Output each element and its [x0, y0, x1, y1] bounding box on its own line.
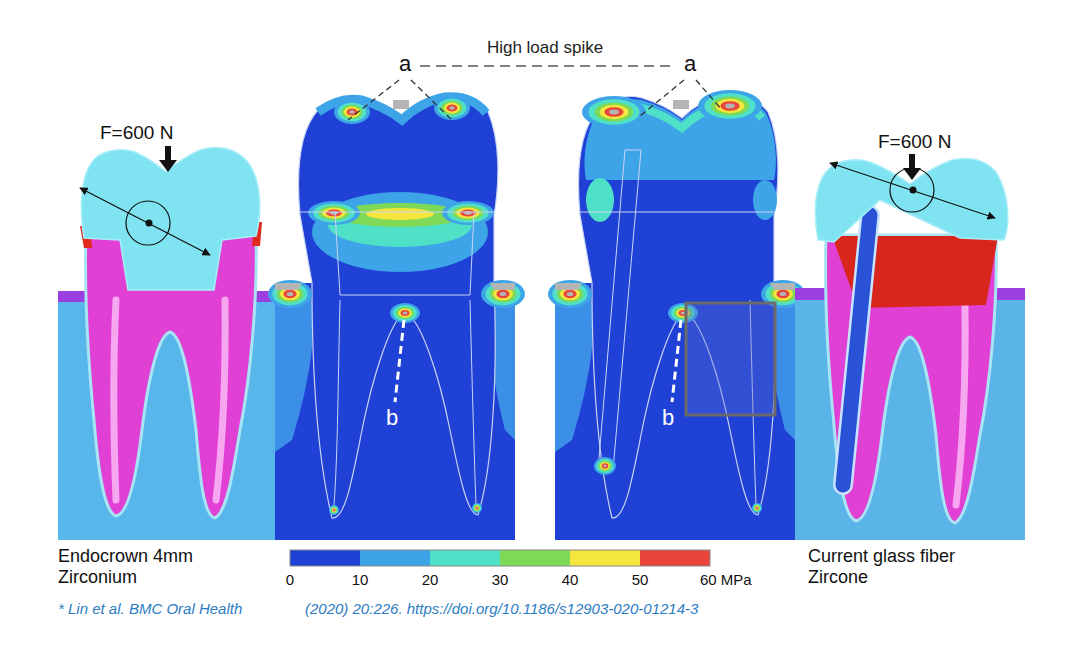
fea-endocrown [268, 94, 525, 540]
annotation-title: High load spike [487, 38, 603, 58]
scale-tick: 40 [562, 571, 579, 588]
callout-leaders [348, 66, 722, 402]
scale-tick: 0 [286, 571, 294, 588]
scale-tick: 10 [352, 571, 369, 588]
callout-letter: a [399, 51, 411, 76]
force-label: F=600 N [878, 131, 951, 153]
post-crown-tooth [795, 154, 1025, 540]
endocrown-tooth [58, 146, 275, 540]
panel-caption: Endocrown 4mm Zirconium [58, 546, 208, 587]
callout-letter: b [386, 405, 398, 430]
stress-colorbar [290, 550, 710, 566]
citation: (2020) 20:226. https://doi.org/10.1186/s… [305, 600, 698, 617]
scale-tick: 20 [422, 571, 439, 588]
callout-letter: b [662, 405, 674, 430]
callout-letter: a [684, 51, 696, 76]
fea-post-crown [548, 90, 805, 540]
scale-tick: 50 [632, 571, 649, 588]
citation: * Lin et al. BMC Oral Health [58, 600, 242, 617]
scale-tick: 60 MPa [700, 571, 752, 588]
panel-caption: Current glass fiber Zircone [808, 546, 978, 587]
scale-tick: 30 [492, 571, 509, 588]
force-label: F=600 N [100, 122, 173, 144]
